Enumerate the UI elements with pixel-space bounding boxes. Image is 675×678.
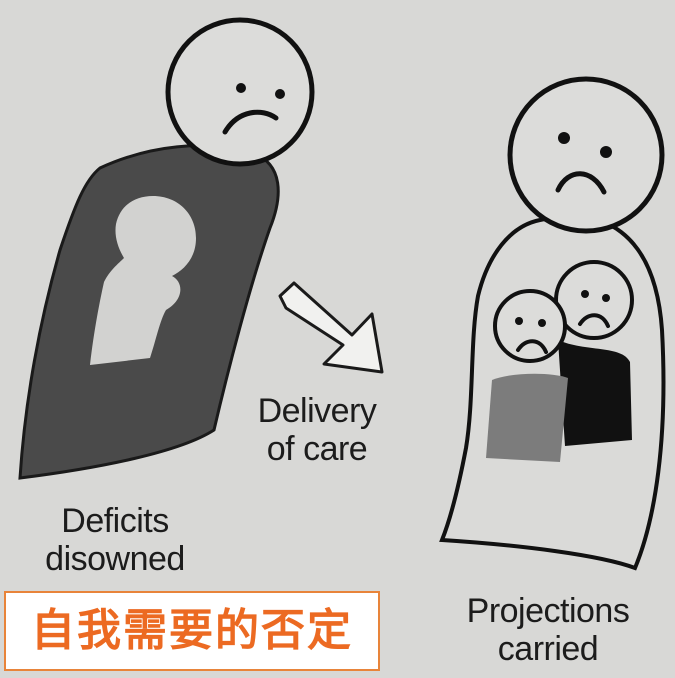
- projections-carried-label: Projections carried: [428, 592, 668, 668]
- right-figure-head: [507, 76, 665, 234]
- left-figure-head: [165, 17, 315, 167]
- carried-figure-grey: [486, 289, 568, 462]
- deficits-line-2: disowned: [45, 540, 185, 578]
- deficits-line-1: Deficits: [61, 502, 169, 540]
- carried-figure-black: [554, 260, 634, 446]
- delivery-line-2: of care: [266, 430, 368, 468]
- projections-line-2: carried: [497, 630, 599, 668]
- chinese-annotation: 自我需要的否定: [4, 591, 380, 671]
- projections-line-1: Projections: [466, 592, 630, 630]
- deficits-disowned-label: Deficits disowned: [20, 502, 210, 578]
- delivery-line-1: Delivery: [257, 392, 377, 430]
- left-figure-cutout: [90, 196, 196, 365]
- delivery-of-care-label: Delivery of care: [232, 392, 402, 468]
- delivery-arrow: [278, 281, 384, 374]
